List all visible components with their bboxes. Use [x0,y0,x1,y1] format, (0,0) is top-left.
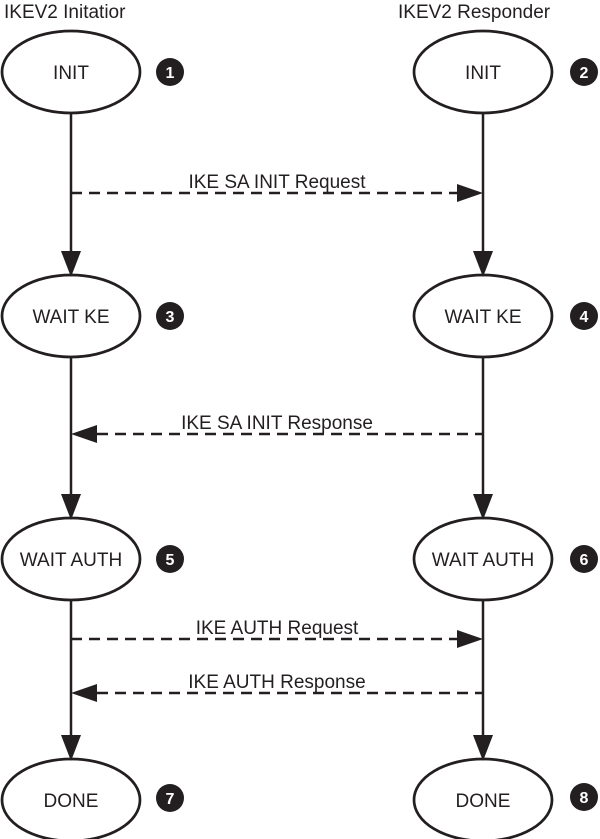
step-badge-number: 1 [166,65,175,82]
step-badge-number: 8 [580,790,589,807]
responder-states: INIT 2 WAIT KE 4 WAIT AUTH 6 DONE 8 [412,29,598,839]
message-ike-sa-init-response: IKE SA INIT Response [71,413,483,443]
state-node-done [412,757,554,839]
state-label: DONE [44,791,99,812]
step-badge [156,58,184,86]
step-badge [156,302,184,330]
step-badge-number: 5 [166,552,175,569]
state-node-init [0,29,142,115]
step-badge [570,302,598,330]
state-node-init [412,29,554,115]
state-node-wait-ke [412,273,554,359]
right-arrow-icon [457,630,483,648]
message-label: IKE AUTH Response [188,672,365,693]
state-label: INIT [53,63,89,84]
step-badge [570,783,598,811]
down-arrow-icon [473,735,493,761]
state-label: WAIT AUTH [20,550,122,571]
step-badge-number: 4 [580,309,589,326]
state-label: INIT [465,63,501,84]
down-arrow-icon [473,251,493,277]
message-ike-auth-response: IKE AUTH Response [71,672,483,702]
responder-lifeline [473,113,493,761]
state-label: WAIT AUTH [432,550,534,571]
step-badge [570,58,598,86]
step-badge [156,545,184,573]
state-label: WAIT KE [32,307,109,328]
state-label: DONE [456,791,511,812]
step-badge-number: 3 [166,309,175,326]
left-arrow-icon [71,684,97,702]
down-arrow-icon [61,735,81,761]
right-arrow-icon [457,184,483,202]
initiator-lifeline [61,113,81,761]
state-node-wait-auth [0,516,142,602]
message-ike-auth-request: IKE AUTH Request [71,618,483,648]
state-label: WAIT KE [444,307,521,328]
message-ike-sa-init-request: IKE SA INIT Request [71,172,483,202]
responder-column-header: IKEV2 Responder [398,2,551,23]
step-badge-number: 6 [580,552,589,569]
initiator-states: INIT 1 WAIT KE 3 WAIT AUTH 5 DONE 7 [0,29,184,839]
left-arrow-icon [71,425,97,443]
step-badge [156,784,184,812]
down-arrow-icon [61,251,81,277]
message-label: IKE AUTH Request [196,618,359,639]
state-node-wait-ke [0,273,142,359]
state-node-wait-auth [412,516,554,602]
step-badge-number: 7 [166,791,175,808]
step-badge [570,545,598,573]
down-arrow-icon [473,494,493,520]
message-label: IKE SA INIT Response [181,413,373,434]
message-label: IKE SA INIT Request [188,172,366,193]
down-arrow-icon [61,494,81,520]
state-node-done [0,757,142,839]
step-badge-number: 2 [580,65,589,82]
initiator-column-header: IKEV2 Initatior [4,2,126,23]
